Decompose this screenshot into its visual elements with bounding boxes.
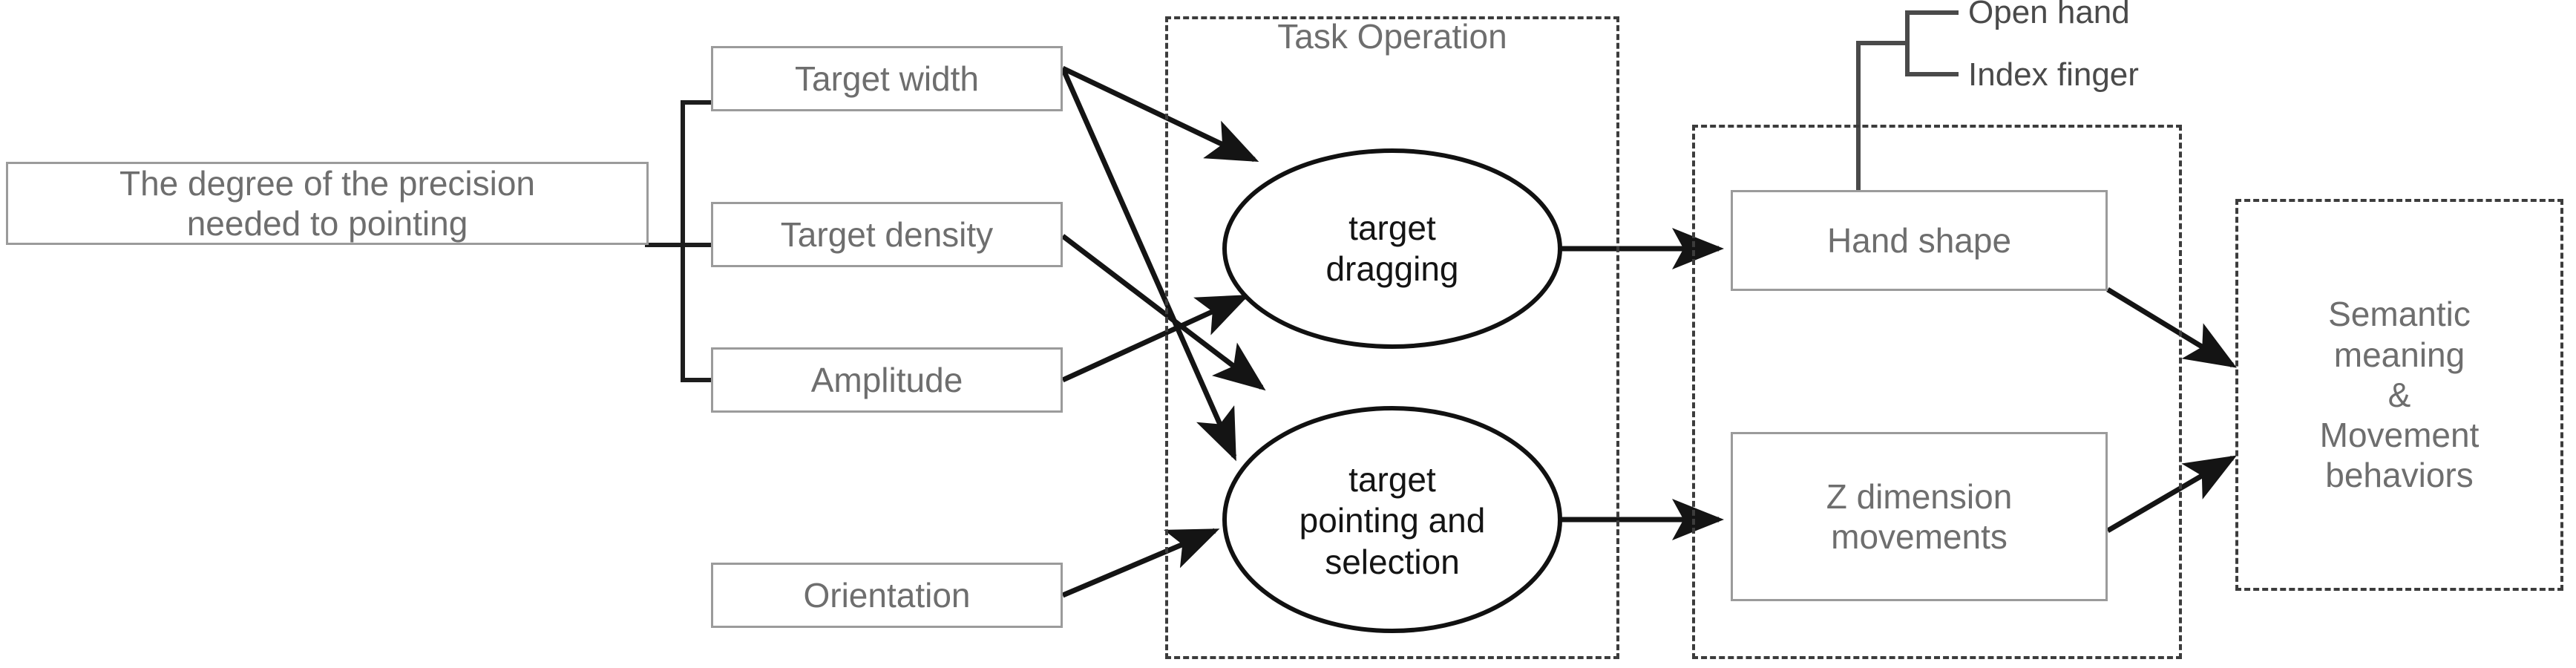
outcome-line-2: meaning xyxy=(2333,335,2465,374)
task-operation-title: Task Operation xyxy=(1277,17,1507,56)
root-line-1: The degree of the precision xyxy=(119,163,536,203)
factor-target-width[interactable]: Target width xyxy=(711,46,1063,111)
factor-orientation-label: Orientation xyxy=(803,575,971,615)
outcome-line-4: Movement xyxy=(2319,416,2480,455)
node-z-dimension-movements[interactable]: Z dimension movements xyxy=(1731,432,2108,601)
factor-target-density-label: Target density xyxy=(780,215,994,254)
edge-target-width-to-pointing xyxy=(1060,67,1237,462)
task-pointing-line-3: selection xyxy=(1325,542,1460,581)
task-dragging-text: target dragging xyxy=(1251,199,1533,298)
node-z-dimension-line-2: movements xyxy=(1831,517,2008,556)
factor-target-width-label: Target width xyxy=(794,59,979,98)
movement-group xyxy=(1692,125,2182,659)
task-operation-group xyxy=(1165,16,1619,659)
root-precision-box[interactable]: The degree of the precision needed to po… xyxy=(6,162,649,245)
outcome-semantic-movement-box: Semantic meaning & Movement behaviors xyxy=(2235,199,2563,591)
node-z-dimension-line-1: Z dimension xyxy=(1826,477,2013,516)
outcome-line-3: & xyxy=(2387,375,2411,414)
task-dragging-line-1: target xyxy=(1348,208,1436,247)
node-hand-shape[interactable]: Hand shape xyxy=(1731,190,2108,291)
factor-amplitude-label: Amplitude xyxy=(810,360,963,399)
task-pointing-line-2: pointing and xyxy=(1299,501,1486,540)
edge-z-dimension-to-outcome xyxy=(2106,455,2238,534)
edge-orientation-to-pointing xyxy=(1061,528,1220,598)
edge-amplitude-to-dragging xyxy=(1061,294,1250,383)
factor-orientation[interactable]: Orientation xyxy=(711,563,1063,628)
node-hand-shape-label: Hand shape xyxy=(1826,220,2012,260)
edge-target-width-to-dragging xyxy=(1061,65,1259,163)
leaf-index-finger: Index finger xyxy=(1968,56,2139,93)
task-dragging-line-2: dragging xyxy=(1325,249,1459,288)
ellipse-target-pointing-and-selection[interactable] xyxy=(1222,406,1562,633)
leaf-open-hand: Open hand xyxy=(1968,0,2130,30)
factor-amplitude[interactable]: Amplitude xyxy=(711,347,1063,413)
factor-target-density[interactable]: Target density xyxy=(711,202,1063,267)
outcome-line-1: Semantic xyxy=(2328,295,2471,334)
ellipse-target-dragging[interactable] xyxy=(1222,148,1562,349)
edge-hand-shape-to-outcome xyxy=(2106,287,2237,368)
task-pointing-line-1: target xyxy=(1348,460,1436,500)
task-pointing-text: target pointing and selection xyxy=(1251,454,1533,588)
hand-shape-leaf-bracket xyxy=(1856,10,1959,192)
outcome-line-5: behaviors xyxy=(2325,456,2474,495)
edge-target-density-to-pointing xyxy=(1061,234,1266,391)
root-to-factors-bracket xyxy=(645,100,713,382)
root-line-2: needed to pointing xyxy=(186,204,468,243)
